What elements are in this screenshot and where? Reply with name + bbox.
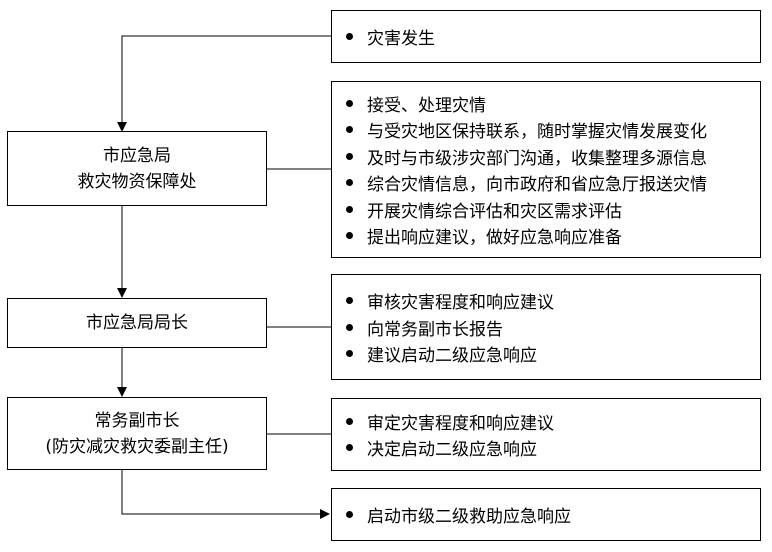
- bullet-icon: [346, 417, 353, 425]
- vice-mayor-node: 常务副市长 (防灾减灾救灾委副主任): [7, 397, 267, 470]
- bullet-icon: [346, 205, 353, 213]
- note-item: 启动市级二级救助应急响应: [346, 501, 760, 528]
- bullet-icon: [346, 444, 353, 452]
- note-item: 与受灾地区保持联系，随时掌握灾情发展变化: [346, 117, 760, 144]
- launch-note: 启动市级二级救助应急响应: [331, 488, 761, 541]
- note-item-text: 开展灾情综合评估和灾区需求评估: [367, 201, 622, 222]
- note-item-text: 与受灾地区保持联系，随时掌握灾情发展变化: [367, 122, 707, 143]
- note-item: 提出响应建议，做好应急响应准备: [346, 223, 760, 250]
- disaster-note: 灾害发生: [331, 10, 761, 63]
- note-item-text: 审核灾害程度和响应建议: [367, 293, 554, 313]
- note-item-text: 决定启动二级应急响应: [367, 440, 537, 461]
- note-item-text: 审定灾害程度和响应建议: [367, 413, 554, 434]
- note-item-text: 接受、处理灾情: [367, 95, 486, 116]
- bullet-icon: [346, 323, 353, 331]
- note-item-text: 向常务副市长报告: [367, 319, 503, 340]
- note-item: 向常务副市长报告: [346, 314, 760, 341]
- director-node: 市应急局局长: [7, 298, 267, 348]
- bullet-icon: [346, 511, 353, 518]
- bullet-icon: [346, 350, 353, 357]
- note-item: 及时与市级涉灾部门沟通，收集整理多源信息: [346, 143, 760, 170]
- bullet-icon: [346, 152, 353, 160]
- note-item: 审核灾害程度和响应建议: [346, 287, 760, 314]
- office-node: 市应急局 救灾物资保障处: [7, 131, 267, 206]
- note-item: 决定启动二级应急响应: [346, 435, 760, 462]
- vice-mayor-tasks-note: 审定灾害程度和响应建议 决定启动二级应急响应: [331, 398, 761, 471]
- director-node-line-1: 市应急局局长: [86, 313, 188, 333]
- note-item: 建议启动二级应急响应: [346, 340, 760, 367]
- note-item: 灾害发生: [346, 23, 760, 50]
- office-node-line-2: 救灾物资保障处: [77, 171, 197, 192]
- note-item: 接受、处理灾情: [346, 90, 760, 117]
- bullet-icon: [346, 179, 353, 187]
- note-item-text: 启动市级二级救助应急响应: [367, 507, 571, 527]
- bullet-icon: [346, 297, 353, 304]
- bullet-icon: [346, 126, 353, 134]
- office-node-line-1: 市应急局: [103, 145, 171, 166]
- note-item-text: 及时与市级涉灾部门沟通，收集整理多源信息: [367, 148, 707, 169]
- note-item-text: 灾害发生: [367, 29, 435, 49]
- bullet-icon: [346, 99, 353, 107]
- vice-mayor-node-line-2: (防灾减灾救灾委副主任): [45, 436, 229, 457]
- vice-mayor-node-line-1: 常务副市长: [94, 410, 180, 431]
- arrow-disaster-to-office: [117, 35, 331, 132]
- note-item: 综合灾情信息，向市政府和省应急厅报送灾情: [346, 170, 760, 197]
- bullet-icon: [346, 232, 353, 240]
- note-item-text: 综合灾情信息，向市政府和省应急厅报送灾情: [367, 175, 707, 196]
- note-item-text: 提出响应建议，做好应急响应准备: [367, 228, 622, 249]
- bullet-icon: [346, 33, 353, 40]
- director-tasks-note: 审核灾害程度和响应建议 向常务副市长报告 建议启动二级应急响应: [331, 274, 761, 380]
- note-item: 开展灾情综合评估和灾区需求评估: [346, 196, 760, 223]
- note-item: 审定灾害程度和响应建议: [346, 408, 760, 435]
- office-tasks-note: 接受、处理灾情 与受灾地区保持联系，随时掌握灾情发展变化 及时与市级涉灾部门沟通…: [331, 81, 761, 258]
- note-item-text: 建议启动二级应急响应: [367, 346, 537, 366]
- arrow-vice-mayor-to-launch: [121, 470, 330, 519]
